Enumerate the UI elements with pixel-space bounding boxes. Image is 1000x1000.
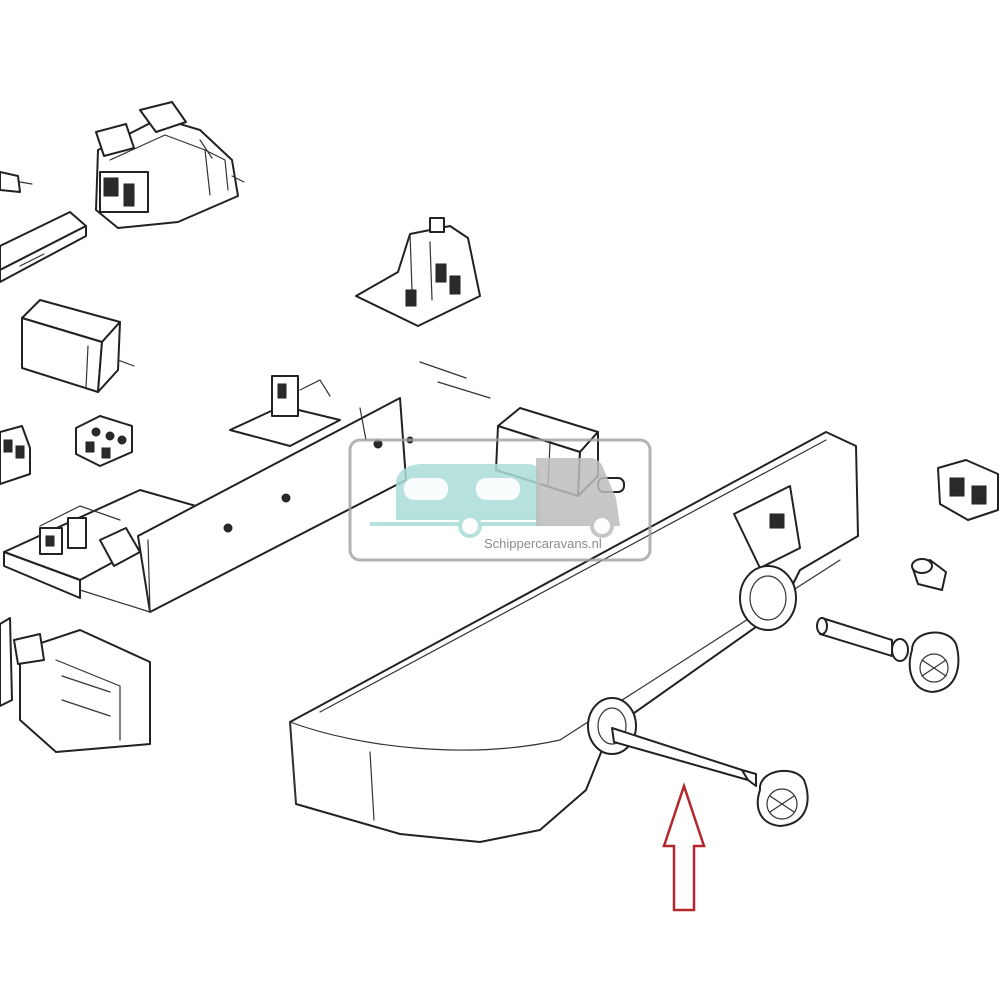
- end-cap-upper: [908, 631, 960, 693]
- loose-pins: [419, 361, 491, 399]
- watermark: Schippercaravans.nl: [348, 438, 652, 562]
- mounting-bracket: [355, 217, 481, 327]
- highlight-arrow: [662, 782, 706, 912]
- left-cover-plate: [0, 211, 87, 283]
- terminal-block: [75, 415, 133, 467]
- bushing: [911, 558, 947, 591]
- solenoid-block-left: [21, 299, 135, 393]
- lower-left-module: [0, 617, 151, 753]
- truck-logo-icon: [536, 458, 620, 538]
- axle-pin: [611, 727, 757, 787]
- circuit-board-frame: [3, 375, 414, 613]
- rocker-switch: [937, 459, 999, 521]
- spare-pin: [816, 617, 909, 662]
- left-edge-terminal: [0, 425, 31, 485]
- watermark-text: Schippercaravans.nl: [484, 536, 602, 551]
- main-housing: [289, 431, 859, 843]
- relay-switch-assembly: [95, 101, 245, 229]
- watermark-frame: [348, 438, 652, 562]
- small-connector-pin: [0, 171, 33, 193]
- end-cap-lower: [756, 770, 809, 827]
